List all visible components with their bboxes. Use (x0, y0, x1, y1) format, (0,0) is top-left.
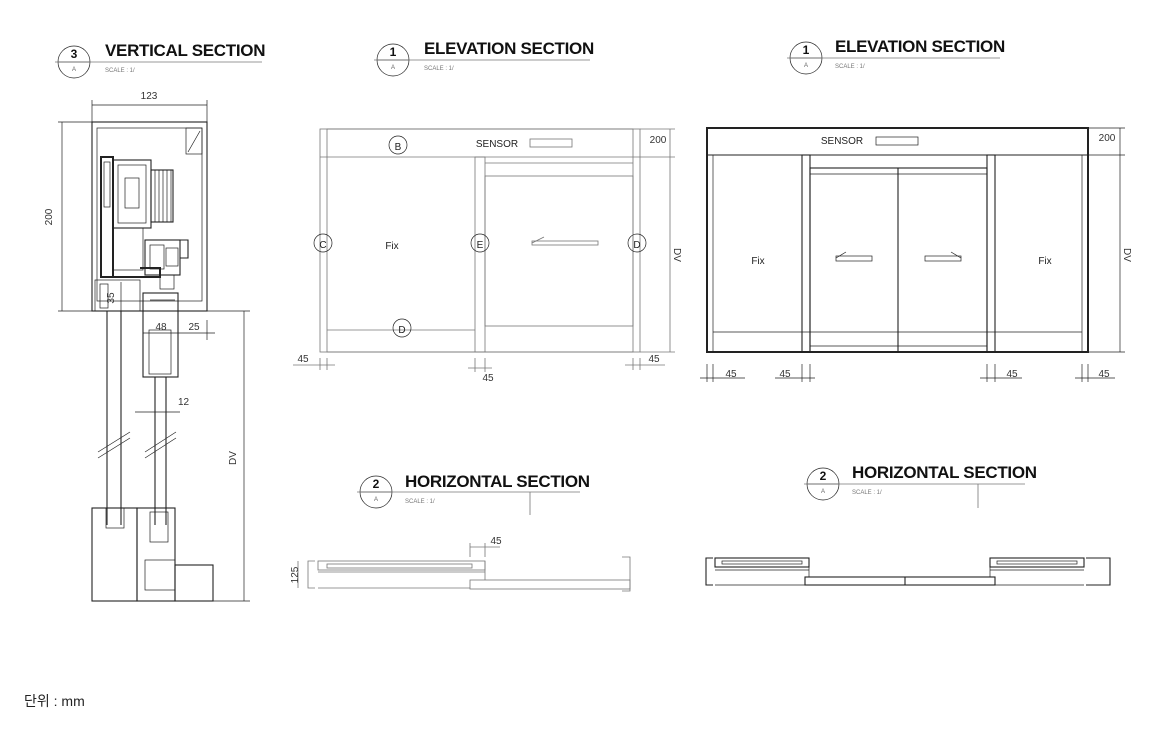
svg-text:HORIZONTAL SECTION: HORIZONTAL SECTION (405, 472, 590, 491)
track-rail: 35 (94, 279, 141, 312)
svg-text:DV: DV (228, 451, 239, 465)
vertical-section-title: 3 A VERTICAL SECTION SCALE : 1/ (55, 41, 266, 79)
horizontal-plan-2 (705, 557, 1111, 586)
horizontal-section-view-2: 2 A HORIZONTAL SECTION SCALE : 1/ (705, 463, 1111, 586)
svg-text:2: 2 (820, 469, 827, 483)
elevation-title-1: 1 A ELEVATION SECTION SCALE : 1/ (374, 39, 594, 77)
svg-text:A: A (821, 489, 825, 495)
sliding-glass-panel: 12 (135, 377, 190, 525)
sensor-label: SENSOR (821, 136, 863, 147)
svg-text:45: 45 (1098, 369, 1110, 380)
svg-text:1: 1 (803, 43, 810, 57)
svg-text:A: A (374, 497, 378, 503)
svg-text:ELEVATION SECTION: ELEVATION SECTION (424, 39, 594, 58)
svg-text:SCALE : 1/: SCALE : 1/ (424, 66, 454, 72)
dimension-dv: DV (207, 310, 250, 602)
fix-panel-label: Fix (385, 241, 398, 252)
section-marker-c: C (313, 233, 333, 253)
svg-text:SCALE : 1/: SCALE : 1/ (405, 499, 435, 505)
svg-text:200: 200 (1099, 133, 1116, 144)
svg-text:123: 123 (141, 91, 158, 102)
horizontal-section-view-1: 2 A HORIZONTAL SECTION SCALE : 1/ 45 125 (290, 472, 631, 592)
section-marker-b: B (388, 135, 408, 155)
svg-text:45: 45 (648, 354, 660, 365)
svg-text:ELEVATION SECTION: ELEVATION SECTION (835, 37, 1005, 56)
svg-text:HORIZONTAL SECTION: HORIZONTAL SECTION (852, 463, 1037, 482)
svg-text:A: A (391, 65, 395, 71)
elevation-frame-2 (706, 127, 1089, 353)
roller-carriage (144, 239, 189, 290)
svg-text:35: 35 (106, 292, 117, 304)
svg-text:45: 45 (482, 373, 494, 384)
horizontal-title-2: 2 A HORIZONTAL SECTION SCALE : 1/ (804, 463, 1037, 508)
svg-text:45: 45 (1006, 369, 1018, 380)
elevation-dimensions-2: 200 DV 45 45 45 45 (700, 127, 1132, 382)
dimension-48-25: 48 25 (143, 320, 215, 340)
title-label: VERTICAL SECTION (105, 41, 265, 60)
horizontal-title-1: 2 A HORIZONTAL SECTION SCALE : 1/ (357, 472, 590, 515)
dimension-height: 200 (44, 121, 92, 312)
vertical-section-view: 3 A VERTICAL SECTION SCALE : 1/ 123 200 (44, 41, 266, 602)
fix-panel-label-left: Fix (751, 256, 764, 267)
door-panel-hanger (142, 292, 179, 378)
section-marker-d-right: D (627, 233, 647, 253)
elevation-section-view-1: 1 A ELEVATION SECTION SCALE : 1/ SENSOR … (293, 39, 682, 384)
elevation-section-view-2: 1 A ELEVATION SECTION SCALE : 1/ SENSOR … (700, 37, 1132, 382)
svg-text:48: 48 (155, 322, 167, 333)
dimension-width: 123 (91, 91, 208, 122)
horizontal-plan-1: 45 125 (290, 536, 631, 592)
svg-text:2: 2 (373, 477, 380, 491)
fixed-glass-panel (97, 311, 131, 525)
unit-note: 단위 : mm (24, 693, 85, 709)
fix-panel-label-right: Fix (1038, 256, 1051, 267)
section-marker-d-bottom: D (392, 318, 412, 338)
svg-text:1: 1 (390, 45, 397, 59)
svg-text:D: D (398, 325, 405, 336)
svg-text:E: E (477, 240, 484, 251)
svg-text:12: 12 (178, 397, 190, 408)
elevation-dimensions-1: 200 DV 45 45 45 (293, 128, 682, 384)
title-number: 3 (71, 47, 78, 61)
svg-text:45: 45 (490, 536, 502, 547)
svg-text:125: 125 (290, 566, 301, 583)
svg-text:DV: DV (1121, 248, 1132, 262)
svg-text:25: 25 (188, 322, 200, 333)
elevation-title-2: 1 A ELEVATION SECTION SCALE : 1/ (787, 37, 1005, 75)
title-scale: SCALE : 1/ (105, 68, 135, 74)
svg-text:C: C (319, 240, 326, 251)
svg-text:B: B (395, 142, 402, 153)
svg-text:200: 200 (650, 135, 667, 146)
svg-text:45: 45 (779, 369, 791, 380)
section-marker-e: E (470, 233, 490, 253)
header-box (91, 121, 208, 312)
svg-text:D: D (633, 240, 640, 251)
svg-text:SCALE : 1/: SCALE : 1/ (835, 64, 865, 70)
svg-text:DV: DV (671, 248, 682, 262)
svg-text:A: A (804, 63, 808, 69)
svg-text:200: 200 (44, 208, 55, 225)
svg-text:45: 45 (725, 369, 737, 380)
title-sheet-ref: A (72, 67, 76, 73)
sensor-label: SENSOR (476, 139, 518, 150)
svg-text:SCALE : 1/: SCALE : 1/ (852, 490, 882, 496)
motor-assembly (100, 156, 174, 278)
svg-text:45: 45 (297, 354, 309, 365)
elevation-frame-1 (319, 128, 641, 353)
floor-guide (91, 507, 214, 602)
